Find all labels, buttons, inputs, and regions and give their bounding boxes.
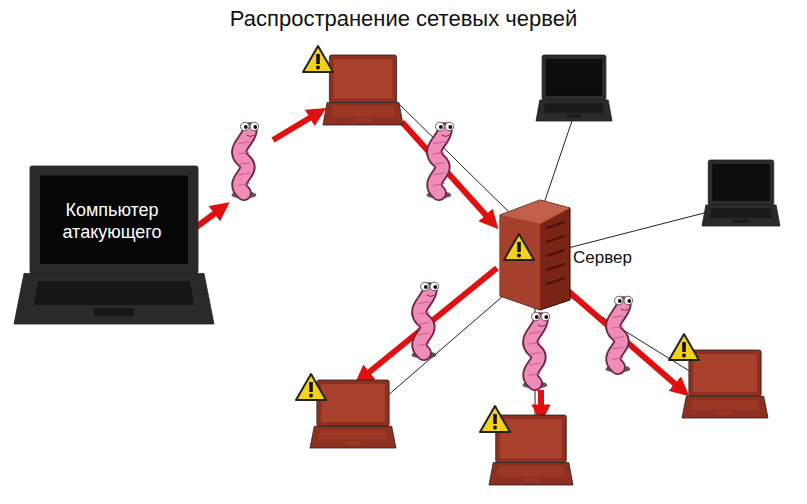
node-label: Компьютер атакующего bbox=[40, 199, 184, 244]
server-node: Сервер bbox=[497, 198, 637, 313]
laptop bbox=[702, 160, 780, 226]
laptop bbox=[536, 55, 612, 121]
infection-arrow bbox=[273, 113, 318, 140]
warning-sign bbox=[504, 234, 534, 260]
worm bbox=[523, 312, 550, 388]
warning-sign bbox=[296, 374, 326, 400]
infected-laptop bbox=[323, 55, 403, 125]
infected-laptop bbox=[310, 380, 396, 448]
infection-arrow bbox=[195, 208, 222, 228]
node-label: Сервер bbox=[573, 247, 632, 268]
warning-sign bbox=[480, 406, 510, 432]
network-wire bbox=[568, 212, 708, 248]
worm bbox=[232, 122, 259, 198]
worm bbox=[427, 122, 454, 198]
warning-sign bbox=[669, 334, 699, 360]
infection-arrow bbox=[362, 268, 497, 378]
server-tower bbox=[500, 200, 570, 310]
infection-arrow bbox=[402, 122, 492, 222]
worm bbox=[412, 282, 439, 358]
attacker-laptop bbox=[14, 166, 214, 324]
attacker-screen-node: Компьютер атакующего bbox=[36, 182, 188, 260]
network-wire bbox=[540, 112, 575, 215]
warning-sign bbox=[303, 46, 333, 72]
infection-arrow bbox=[538, 390, 544, 414]
diagram-title: Распространение сетевых червей bbox=[0, 6, 807, 32]
network-wire bbox=[395, 100, 515, 218]
infection-arrow bbox=[567, 290, 682, 390]
worm bbox=[606, 296, 633, 372]
